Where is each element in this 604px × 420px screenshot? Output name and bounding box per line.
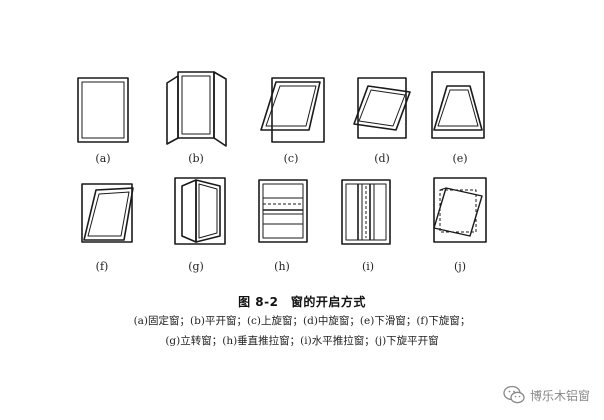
caption-line-1: (a)固定窗；(b)平开窗；(c)上旋窗；(d)中旋窗；(e)下滑窗；(f)下旋… (133, 315, 471, 327)
label-i: (i) (361, 260, 375, 273)
label-j: (j) (454, 260, 466, 273)
watermark-text: 博乐木铝窗 (529, 388, 590, 403)
window-bottom-hung (431, 71, 485, 139)
label-d: (d) (374, 152, 390, 165)
label-e: (e) (452, 152, 468, 165)
label-f: (f) (95, 260, 109, 273)
caption-title: 图 8-2 窗的开启方式 (238, 295, 366, 309)
caption-line-2: (g)立转窗；(h)垂直推拉窗；(i)水平推拉窗；(j)下旋平开窗 (165, 335, 439, 347)
label-b: (b) (188, 152, 204, 165)
wechat-icon (503, 385, 525, 404)
window-top-hung (260, 77, 325, 143)
window-center-pivot (353, 77, 411, 139)
window-fixed (77, 77, 129, 143)
window-tilt-and-turn (433, 177, 487, 243)
watermark: 博乐木铝窗 (503, 384, 590, 406)
label-h: (h) (274, 260, 290, 273)
window-casement (166, 71, 227, 147)
window-horizontal-sliding (341, 179, 391, 245)
window-vertical-sliding (258, 179, 308, 243)
label-a: (a) (95, 152, 111, 165)
label-g: (g) (188, 260, 204, 273)
window-vertical-pivot (174, 177, 226, 245)
window-hopper (81, 183, 134, 243)
label-c: (c) (283, 152, 299, 165)
